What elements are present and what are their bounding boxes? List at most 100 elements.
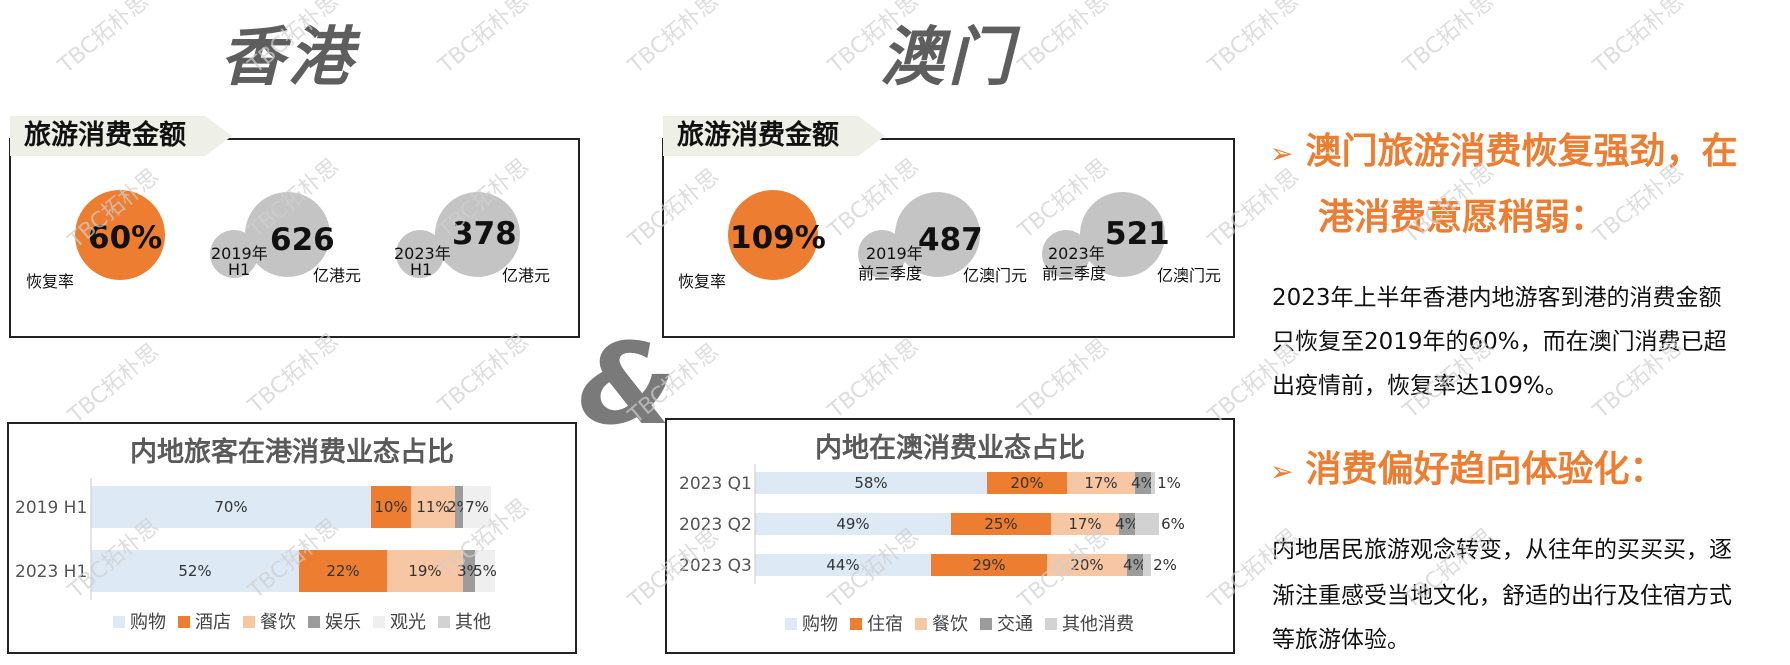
legend-swatch bbox=[1045, 618, 1057, 630]
headline-1-line2: 港消费意愿稍弱： bbox=[1318, 197, 1607, 238]
data-label: 1% bbox=[1157, 474, 1181, 492]
hk-2019-big-circle bbox=[245, 192, 330, 277]
category-label: 2019 H1 bbox=[15, 498, 87, 518]
data-label: 7% bbox=[465, 498, 489, 516]
data-label: 22% bbox=[326, 562, 359, 580]
data-label: 17% bbox=[1084, 474, 1117, 492]
data-label: 44% bbox=[826, 556, 859, 574]
bar-segment bbox=[1143, 554, 1151, 576]
hk-2023-small-circle bbox=[396, 230, 444, 278]
legend-label: 酒店 bbox=[195, 612, 231, 633]
data-label: 4% bbox=[1123, 556, 1147, 574]
bar-segment bbox=[475, 550, 495, 592]
arrow-icon: ➢ bbox=[1270, 455, 1294, 488]
mo-2019-unit: 亿澳门元 bbox=[963, 266, 1028, 285]
paragraph-2-line2: 渐注重感受当地文化，舒适的出行及住宿方式 bbox=[1272, 583, 1732, 609]
data-label: 29% bbox=[972, 556, 1005, 574]
legend-label: 购物 bbox=[802, 614, 838, 635]
legend-label: 观光 bbox=[390, 612, 426, 633]
mo-2023-small-circle bbox=[1042, 230, 1090, 278]
legend-label: 其他消费 bbox=[1062, 614, 1134, 635]
hk-2019-unit: 亿港元 bbox=[313, 266, 362, 285]
data-label: 5% bbox=[473, 562, 497, 580]
hk-2023-big-circle bbox=[435, 192, 520, 277]
headline-1: ➢澳门旅游消费恢复强劲，在 bbox=[1270, 122, 1780, 184]
hk-2019-value: 626 bbox=[270, 222, 335, 258]
data-label: 3% bbox=[457, 562, 481, 580]
bar-segment bbox=[1067, 472, 1135, 494]
mo-chart-title: 内地在澳消费业态占比 bbox=[815, 433, 1085, 464]
data-label: 4% bbox=[1131, 474, 1155, 492]
mo-2023-period: 2023年 bbox=[1048, 244, 1105, 263]
data-label: 17% bbox=[1068, 515, 1101, 533]
ampersand: & bbox=[578, 320, 676, 450]
hk-spending-tag: 旅游消费金额 bbox=[10, 116, 232, 156]
bar-segment bbox=[931, 554, 1047, 576]
hk-2023-unit: 亿港元 bbox=[502, 266, 551, 285]
mo-2019-period: 2019年 bbox=[866, 244, 923, 263]
watermark-text: TBC拓朴思 bbox=[823, 334, 924, 424]
watermark-text: TBC拓朴思 bbox=[53, 0, 154, 79]
watermark-text: TBC拓朴思 bbox=[1203, 0, 1304, 79]
legend-label: 住宿 bbox=[867, 614, 903, 635]
mo-2023-value: 521 bbox=[1105, 216, 1170, 252]
watermark-text: TBC拓朴思 bbox=[63, 339, 164, 429]
bar-segment bbox=[755, 513, 951, 535]
data-label: 2% bbox=[1153, 556, 1177, 574]
legend-label: 购物 bbox=[130, 612, 166, 633]
bar-segment bbox=[755, 472, 987, 494]
mo-title: 澳门 bbox=[880, 21, 1016, 95]
legend-swatch bbox=[178, 616, 190, 628]
watermark-text: TBC拓朴思 bbox=[1398, 0, 1499, 79]
legend-swatch bbox=[308, 616, 320, 628]
mo-2023-unit: 亿澳门元 bbox=[1157, 266, 1222, 285]
watermark-text: TBC拓朴思 bbox=[623, 0, 724, 79]
legend-label: 娱乐 bbox=[325, 612, 361, 633]
data-label: 19% bbox=[408, 562, 441, 580]
paragraph-2-line3: 等旅游体验。 bbox=[1272, 627, 1410, 653]
hk-2019-half: H1 bbox=[228, 260, 251, 279]
headline-2: ➢消费偏好趋向体验化： bbox=[1270, 440, 1665, 502]
bar-segment bbox=[1135, 513, 1159, 535]
hk-recovery-label: 恢复率 bbox=[26, 272, 75, 291]
legend-swatch bbox=[243, 616, 255, 628]
data-label: 49% bbox=[836, 515, 869, 533]
bar-segment bbox=[411, 486, 455, 528]
legend-swatch bbox=[980, 618, 992, 630]
hk-2019-period: 2019年 bbox=[211, 244, 268, 263]
mo-2019-big-circle bbox=[895, 192, 980, 277]
bar-segment bbox=[455, 486, 463, 528]
bar-segment bbox=[1051, 513, 1119, 535]
data-label: 20% bbox=[1070, 556, 1103, 574]
paragraph-2-line1: 内地居民旅游观念转变，从往年的买买买，逐 bbox=[1272, 537, 1732, 563]
mo-2023-half: 前三季度 bbox=[1042, 264, 1107, 283]
paragraph-1-line2: 只恢复至2019年的60%，而在澳门消费已超 bbox=[1272, 329, 1727, 355]
hk-2023-value: 378 bbox=[452, 216, 517, 252]
data-label: 25% bbox=[984, 515, 1017, 533]
watermark-text: TBC拓朴思 bbox=[243, 329, 344, 419]
hk-2023-half: H1 bbox=[410, 260, 433, 279]
category-label: 2023 Q2 bbox=[679, 515, 752, 535]
mo-2019-half: 前三季度 bbox=[858, 264, 923, 283]
hk-spending-panel bbox=[9, 138, 580, 338]
bar-segment bbox=[371, 486, 411, 528]
data-label: 6% bbox=[1161, 515, 1185, 533]
data-label: 58% bbox=[854, 474, 887, 492]
mo-recovery-value: 109% bbox=[730, 220, 826, 256]
bar-segment bbox=[463, 550, 475, 592]
mo-recovery-circle bbox=[728, 190, 818, 280]
bar-segment bbox=[1135, 472, 1151, 494]
legend-swatch bbox=[438, 616, 450, 628]
legend-swatch bbox=[373, 616, 385, 628]
legend-swatch bbox=[113, 616, 125, 628]
hk-recovery-circle bbox=[75, 190, 165, 280]
bar-segment bbox=[299, 550, 387, 592]
mo-2019-value: 487 bbox=[918, 222, 983, 258]
category-label: 2023 Q1 bbox=[679, 474, 752, 494]
bar-segment bbox=[1127, 554, 1143, 576]
watermark-text: TBC拓朴思 bbox=[433, 329, 534, 419]
hk-recovery-value: 60% bbox=[88, 220, 163, 256]
